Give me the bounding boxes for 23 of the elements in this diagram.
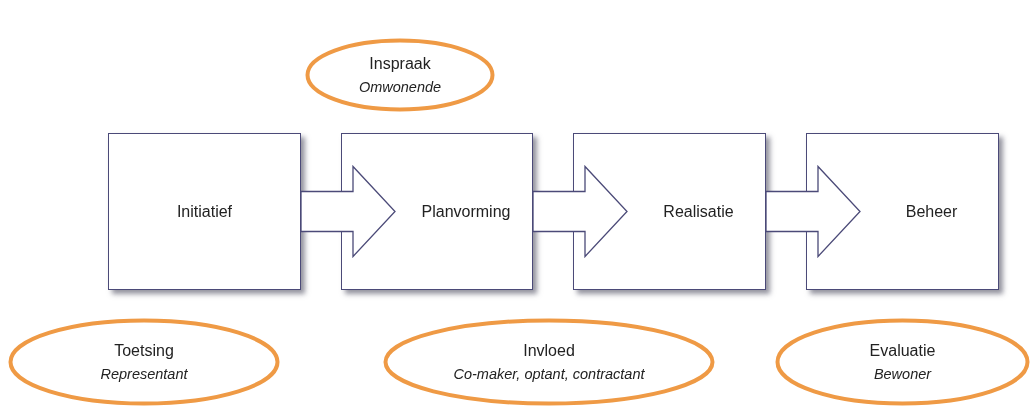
role-text: Bewoner xyxy=(873,366,932,382)
role-ellipse xyxy=(775,318,1030,406)
phase-label: Planvorming xyxy=(421,202,511,221)
phase-label: Initiatief xyxy=(176,202,233,221)
phase-box xyxy=(573,133,766,290)
phase-box xyxy=(108,133,301,290)
role-text: Omwonende xyxy=(358,79,442,95)
phase-label: Realisatie xyxy=(663,202,734,221)
role-ellipse xyxy=(8,318,280,406)
participation-label: Evaluatie xyxy=(869,342,936,360)
role-text: Co-maker, optant, contractant xyxy=(453,366,645,382)
block-arrow xyxy=(532,164,628,259)
block-arrow xyxy=(300,164,396,259)
phase-box xyxy=(806,133,999,290)
phase-box xyxy=(341,133,533,290)
role-text: Representant xyxy=(100,366,188,382)
phase-label: Beheer xyxy=(905,202,958,221)
participation-label: Inspraak xyxy=(369,55,431,73)
role-ellipse xyxy=(305,38,495,112)
participation-label: Invloed xyxy=(523,342,575,360)
block-arrow xyxy=(765,164,861,259)
role-ellipse xyxy=(383,318,715,406)
participation-label: Toetsing xyxy=(114,342,174,360)
